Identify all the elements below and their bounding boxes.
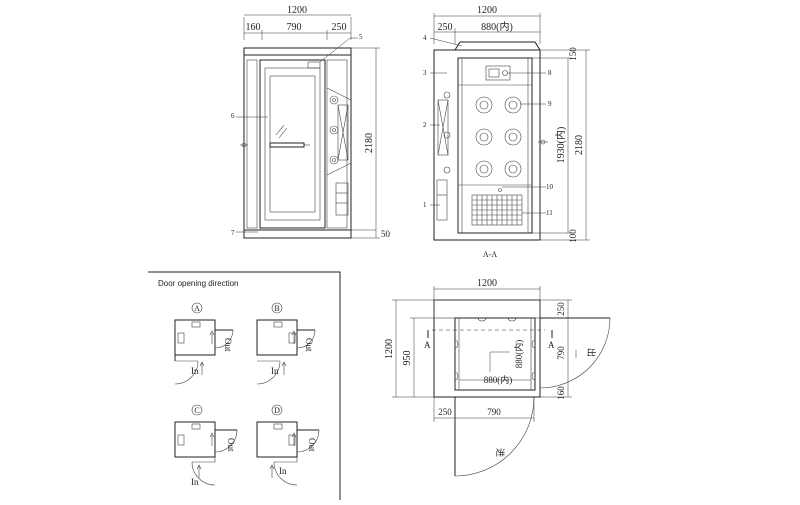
section-callout-1: 1 bbox=[423, 201, 427, 209]
front-dim-base: 50 bbox=[381, 229, 391, 239]
section-callout-8: 8 bbox=[548, 69, 552, 77]
variant-a-letter: A bbox=[194, 304, 200, 313]
plan-dim-door: 790 bbox=[487, 407, 501, 417]
variant-c-out: Out bbox=[226, 438, 236, 452]
plan-view: 1200 880(内) 880(内) A A 出 进 bbox=[384, 278, 611, 477]
section-callout-9: 9 bbox=[548, 100, 552, 108]
variant-c-in: In bbox=[191, 477, 199, 487]
plan-dim-inner-w: 880(内) bbox=[484, 374, 513, 385]
plan-dim-depth: 1200 bbox=[384, 339, 395, 359]
plan-dim-950: 950 bbox=[402, 351, 413, 366]
section-callout-4: 4 bbox=[423, 34, 427, 42]
plan-dim-total: 1200 bbox=[477, 278, 497, 289]
front-callout-5: 5 bbox=[359, 33, 363, 41]
variant-a-out: Out bbox=[223, 338, 233, 352]
variant-d-out: Out bbox=[307, 438, 317, 452]
door-variant-b: B Out In bbox=[256, 302, 316, 385]
section-view: 1200 250 880(内) bbox=[423, 5, 590, 259]
section-callout-2: 2 bbox=[423, 121, 427, 129]
section-callout-10: 10 bbox=[546, 183, 554, 191]
section-dim-top: 150 bbox=[568, 47, 578, 61]
plan-entry-label: 进 bbox=[495, 448, 505, 457]
section-caption: A-A bbox=[483, 250, 497, 259]
door-variant-a: A Out In bbox=[174, 302, 234, 385]
plan-dim-right-door: 790 bbox=[556, 346, 566, 360]
nozzle-grid bbox=[475, 96, 522, 178]
plan-marker-a-right: A bbox=[548, 340, 555, 350]
plan-dim-inner-h: 880(内) bbox=[513, 340, 524, 369]
section-callout-11: 11 bbox=[546, 209, 553, 217]
front-dim-height: 2180 bbox=[364, 133, 375, 153]
variant-d-letter: D bbox=[274, 406, 280, 415]
front-dim-total: 1200 bbox=[287, 5, 307, 16]
door-panel-title: Door opening direction bbox=[158, 279, 239, 288]
section-dim-total: 1200 bbox=[477, 5, 497, 16]
plan-dim-right-bottom: 160 bbox=[556, 386, 566, 400]
section-dim-side: 250 bbox=[438, 22, 453, 33]
door-variant-c: C Out In bbox=[174, 404, 238, 487]
front-dim-middle: 790 bbox=[287, 22, 302, 33]
front-callout-6: 6 bbox=[231, 112, 235, 120]
section-dim-bottom: 100 bbox=[568, 229, 578, 243]
variant-b-in: In bbox=[271, 366, 279, 376]
plan-dim-side: 250 bbox=[438, 407, 452, 417]
variant-b-out: Out bbox=[304, 338, 314, 352]
variant-a-in: In bbox=[191, 366, 199, 376]
section-dim-height: 2180 bbox=[574, 135, 585, 155]
plan-dim-right-top: 250 bbox=[556, 302, 566, 316]
front-callout-7: 7 bbox=[231, 229, 235, 237]
door-variant-d: D Out In bbox=[256, 404, 320, 486]
door-direction-panel: Door opening direction A Out In B bbox=[148, 271, 341, 500]
section-dim-inner-height: 1930(内) bbox=[554, 127, 567, 164]
front-dim-left: 160 bbox=[246, 22, 261, 33]
front-view: 1200 160 790 250 bbox=[231, 5, 391, 239]
plan-marker-a-left: A bbox=[424, 340, 431, 350]
section-callout-3: 3 bbox=[423, 69, 427, 77]
plan-exit-label: 出 bbox=[586, 348, 597, 357]
front-dim-right: 250 bbox=[332, 22, 347, 33]
variant-d-in: In bbox=[279, 466, 287, 476]
variant-b-letter: B bbox=[274, 304, 279, 313]
variant-c-letter: C bbox=[194, 406, 199, 415]
section-dim-inner: 880(内) bbox=[481, 20, 513, 33]
